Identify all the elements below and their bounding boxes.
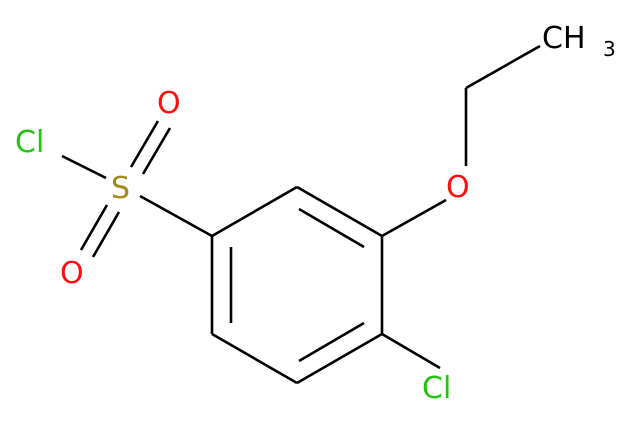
bond-sulfur-oxygen-bottom-b [91,211,121,258]
atom-sulfur: S [111,171,130,206]
bond-sulfur-oxygen-top-b [141,127,172,175]
bond-ring-4-inner [298,321,365,363]
atom-methyl-subscript: 3 [603,37,616,61]
bond-ring-to-sulfur [139,194,213,238]
atom-cl-ring: Cl [422,371,451,406]
atom-oxygen-bottom: O [60,256,84,291]
bond-ring-5 [211,332,298,385]
bond-ring-2-inner [298,207,365,249]
bond-sulfur-oxygen-top-a [129,120,160,168]
atom-methyl: CH [542,21,586,56]
atom-cl-sulfonyl: Cl [15,125,44,160]
bond-ring-2 [296,185,383,238]
bond-ring-to-ether-oxygen [381,198,447,238]
bond-ch2-to-methyl [465,44,541,90]
bond-ring-to-cl [381,332,441,370]
bond-ring-1 [211,185,298,238]
atom-oxygen-ether: O [446,170,470,205]
bond-ring-4 [296,332,383,385]
bond-sulfur-oxygen-bottom-a [79,204,109,251]
atom-oxygen-top: O [157,86,181,121]
bond-sulfur-to-cl [61,154,107,180]
